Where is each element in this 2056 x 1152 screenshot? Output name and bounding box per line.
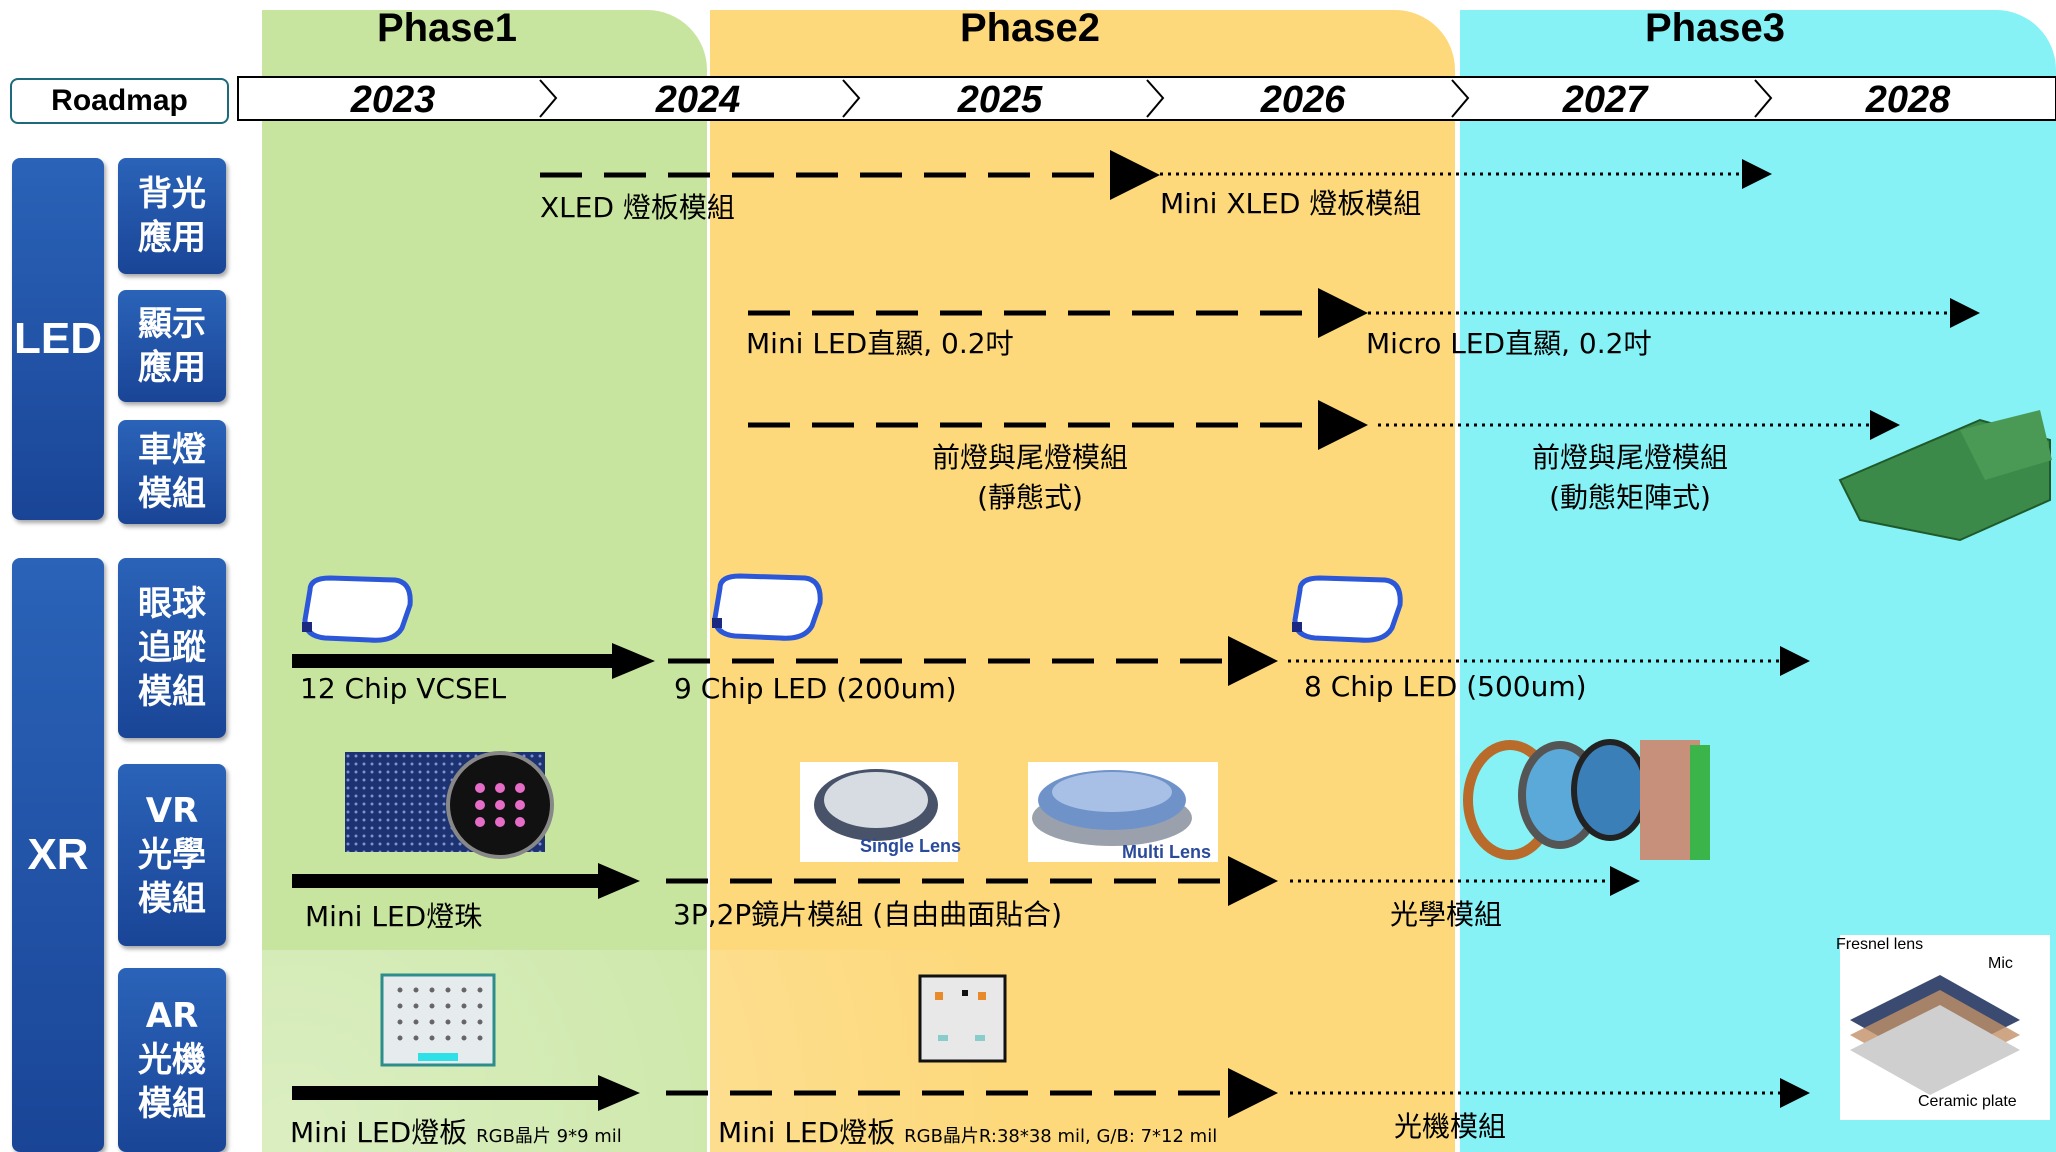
category-automotive: 車燈 模組 (118, 420, 226, 524)
year-2025: 2025 (957, 79, 1043, 121)
eye-chip-image-3 (1292, 575, 1403, 643)
eye-label-3: 8 Chip LED (500um) (1304, 670, 1587, 703)
multi-lens-text: Multi Lens (1122, 842, 1211, 862)
multi-lens-image (1028, 762, 1218, 862)
category-xr: XR (12, 558, 104, 1152)
phase3-title: Phase3 (1644, 6, 1786, 50)
category-led: LED (12, 158, 104, 520)
timeline-bar (237, 76, 2056, 121)
ceramic-text: Ceramic plate (1918, 1093, 2017, 1110)
vr-label-1: Mini LED燈珠 (305, 900, 483, 933)
eye-chip-image-1 (302, 575, 413, 643)
ar-board-image-1 (380, 973, 496, 1067)
single-lens-image (800, 762, 958, 862)
category-backlight: 背光 應用 (118, 158, 226, 274)
ar-label-2: Mini LED燈板 RGB晶片R:38*38 mil, G/B: 7*12 m… (718, 1116, 1218, 1149)
category-display: 顯示 應用 (118, 290, 226, 402)
single-lens-text: Single Lens (860, 836, 962, 856)
vr-label-2: 3P,2P鏡片模組 (自由曲面貼合) (673, 898, 1063, 931)
vr-label-3: 光學模組 (1390, 898, 1503, 931)
eye-label-2: 9 Chip LED (200um) (674, 672, 957, 705)
ar-label-3: 光機模組 (1394, 1110, 1507, 1143)
fresnel-text: Fresnel lens (1836, 936, 1924, 953)
optical-module-image (1463, 739, 1710, 860)
phase2-title: Phase2 (959, 6, 1101, 50)
ar-board-image-2 (918, 974, 1007, 1063)
micro-text: Mic (1988, 955, 2013, 972)
year-2026: 2026 (1260, 79, 1346, 121)
eye-label-1: 12 Chip VCSEL (300, 672, 507, 705)
pcb-image (1838, 410, 2052, 542)
year-2023: 2023 (350, 79, 436, 121)
auto-label-2: 前燈與尾燈模組 (動態矩陣式) (1531, 441, 1728, 514)
ar-label-1-spec: RGB晶片 9*9 mil (476, 1126, 622, 1147)
mini-led-array-image (345, 751, 554, 859)
backlight-label-2: Mini XLED 燈板模組 (1160, 187, 1422, 220)
fresnel-lens-image (1840, 935, 2050, 1120)
roadmap-label: Roadmap (10, 78, 229, 124)
category-vr-optics: VR 光學 模組 (118, 764, 226, 946)
display-label-2: Micro LED直顯, 0.2吋 (1366, 327, 1652, 360)
year-2028: 2028 (1865, 79, 1951, 121)
year-2024: 2024 (655, 79, 741, 121)
phase1-title: Phase1 (376, 6, 518, 50)
auto-label-1: 前燈與尾燈模組 (靜態式) (931, 441, 1128, 514)
ar-label-2-spec: RGB晶片R:38*38 mil, G/B: 7*12 mil (904, 1126, 1218, 1147)
ar-label-1: Mini LED燈板 RGB晶片 9*9 mil (290, 1116, 622, 1149)
display-label-1: Mini LED直顯, 0.2吋 (746, 327, 1014, 360)
bottom-decoration (0, 950, 1460, 1152)
category-eye-tracking: 眼球 追蹤 模組 (118, 558, 226, 738)
eye-chip-image-2 (712, 573, 823, 641)
backlight-label-1: XLED 燈板模組 (540, 191, 735, 224)
year-2027: 2027 (1562, 79, 1648, 121)
category-ar-engine: AR 光機 模組 (118, 968, 226, 1152)
